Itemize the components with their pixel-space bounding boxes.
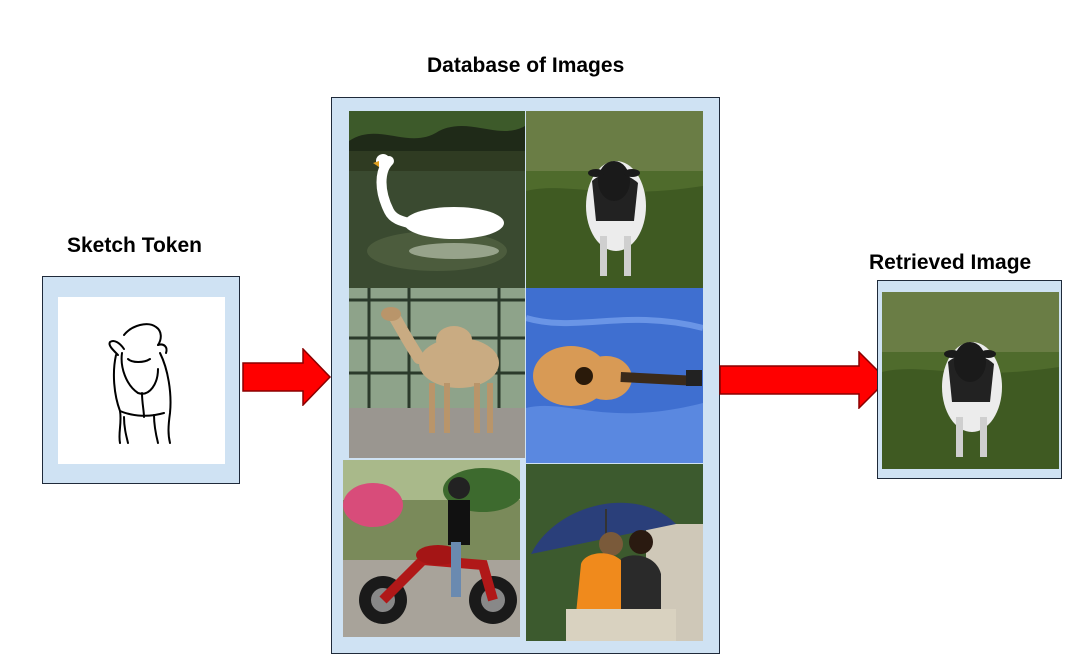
cow-sketch-icon [108,323,172,444]
cow-image [526,111,703,288]
swan-photo-icon [349,111,525,288]
umbrella-image [526,464,703,641]
couple-umbrella-photo-icon [526,464,703,641]
database-label: Database of Images [427,54,625,77]
motorcycle-image [343,460,520,637]
arrow-to-retrieved [719,351,889,409]
retrieved-cow-image [882,292,1059,469]
retrieved-cow-photo-icon [882,292,1059,469]
guitar-image [526,288,703,463]
arrow-to-database [242,348,332,406]
retrieved-image-panel [877,280,1062,479]
swan-image [349,111,525,288]
cow-photo-icon [526,111,703,288]
database-panel [331,97,720,654]
camel-photo-icon [349,288,525,458]
motorcycle-photo-icon [343,460,520,637]
sketch-canvas [58,297,225,464]
sketch-token-label: Sketch Token [67,234,202,257]
sketch-token-panel [42,276,240,484]
camel-image [349,288,525,458]
guitar-photo-icon [526,288,703,463]
retrieved-image-label: Retrieved Image [869,251,1032,274]
